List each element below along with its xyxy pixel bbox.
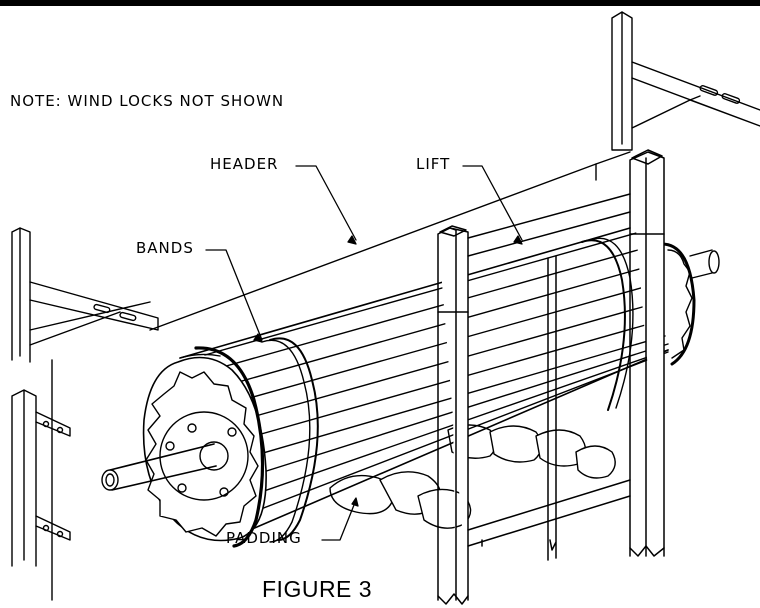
bands-arrowhead [253, 333, 263, 343]
header-arrowhead [347, 235, 357, 245]
bands-leader [205, 249, 263, 341]
top-border [0, 0, 760, 6]
padding-arrowhead [351, 497, 359, 507]
shaft-left [101, 443, 217, 491]
leader-lines [205, 165, 523, 541]
bands-label: BANDS [136, 239, 194, 257]
header-plane [149, 151, 631, 331]
roll-end-right [660, 242, 720, 366]
left-upper-bracket [11, 227, 159, 363]
figure-caption: FIGURE 3 [262, 576, 373, 602]
lift-leader [462, 165, 523, 241]
lift-frame [437, 149, 665, 605]
padding-leader [321, 499, 357, 541]
roll-end-sprocket [142, 346, 267, 548]
lift-arrowhead [513, 235, 523, 245]
lift-label: LIFT [416, 155, 451, 173]
left-lower-bracket [11, 359, 71, 601]
upper-right-bracket [611, 11, 760, 151]
note-text: NOTE: WIND LOCKS NOT SHOWN [10, 92, 285, 110]
padding-label: PADDING [226, 529, 302, 547]
header-leader [295, 165, 357, 241]
band-middle [261, 337, 319, 543]
header-label: HEADER [210, 155, 279, 173]
